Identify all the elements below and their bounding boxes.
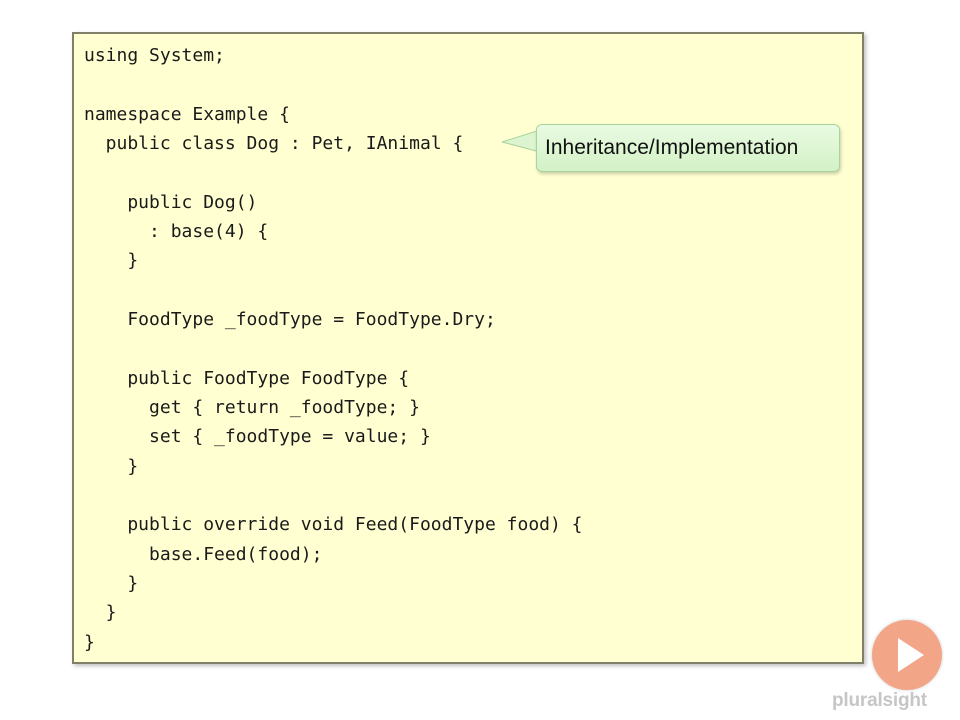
play-icon [872,620,942,690]
callout-pointer [502,129,540,153]
code-line: set { _foodType = value; } [84,426,431,447]
code-line: public class Dog : Pet, IAnimal { [84,133,464,154]
code-line: get { return _foodType; } [84,397,420,418]
code-line: public override void Feed(FoodType food)… [84,514,583,535]
code-line: public Dog() [84,192,258,213]
logo-wordmark: pluralsight [832,690,927,711]
code-line: } [84,250,139,271]
code-line: public FoodType FoodType { [84,368,410,389]
pluralsight-logo: pluralsight [820,618,960,718]
callout-label: Inheritance/Implementation [545,136,799,159]
code-line: using System; [84,45,225,66]
code-line: } [84,573,139,594]
code-line: : base(4) { [84,221,269,242]
code-line: base.Feed(food); [84,544,323,565]
code-line: } [84,632,95,653]
inheritance-callout: Inheritance/Implementation [536,124,840,172]
code-line: namespace Example { [84,104,290,125]
code-line: FoodType _foodType = FoodType.Dry; [84,309,496,330]
code-line: } [84,602,117,623]
code-line: } [84,456,139,477]
